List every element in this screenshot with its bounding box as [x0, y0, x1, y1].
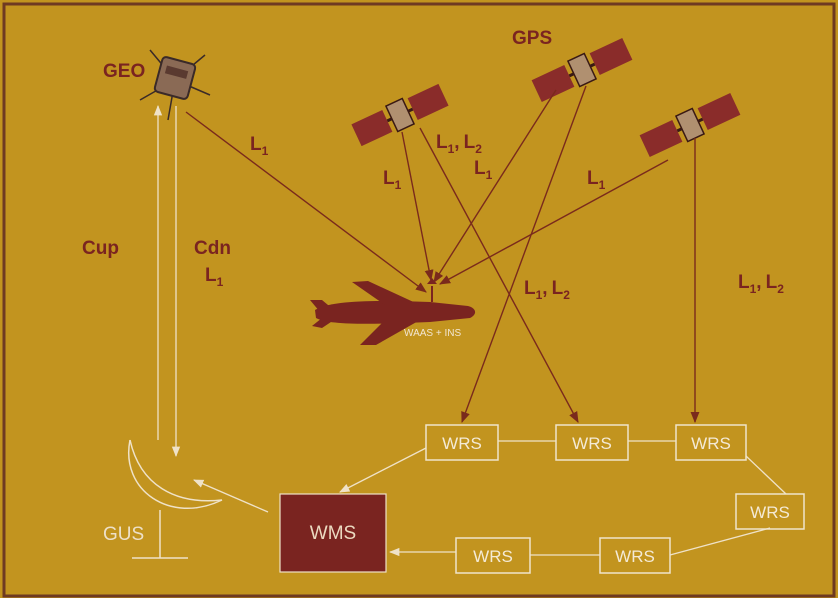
wrs-station-3-label: WRS [691, 434, 731, 453]
wrs4-wrs5-link [670, 528, 770, 555]
signal-label-gps2-l1: L1 [474, 158, 493, 182]
wrs-station-3: WRS [676, 425, 746, 460]
gps2-to-wrs1-arrow [462, 86, 586, 422]
cup-label: Cup [82, 238, 119, 259]
gps-satellite-3-icon [639, 91, 741, 159]
wrs-station-6: WRS [456, 538, 530, 573]
signal-label-gps2-wrs-l1-l2: L1,L2 [524, 278, 570, 302]
wrs-station-2-label: WRS [572, 434, 612, 453]
wrs3-wrs4-link [746, 456, 786, 494]
signal-label-cdn-l1: L1 [205, 265, 224, 289]
gus-label: GUS [103, 524, 144, 545]
svg-text:L1,L2: L1,L2 [524, 278, 570, 302]
wrs-station-1-label: WRS [442, 434, 482, 453]
wms-to-gus-arrow [194, 480, 268, 512]
geo-to-aircraft-arrow [186, 112, 426, 292]
outer-frame [4, 4, 834, 596]
svg-text:L1: L1 [205, 265, 224, 289]
wrs-station-6-label: WRS [473, 547, 513, 566]
gps-satellite-1-icon [351, 82, 450, 148]
gps2-to-aircraft-arrow [434, 90, 556, 282]
svg-text:L1,L2: L1,L2 [436, 132, 482, 156]
wrs-station-5: WRS [600, 538, 670, 573]
svg-text:L1,L2: L1,L2 [738, 272, 784, 296]
signal-label-gps3-l1: L1 [587, 168, 606, 192]
geo-label: GEO [103, 61, 145, 82]
signal-label-geo-l1: L1 [250, 134, 269, 158]
wrs-station-2: WRS [556, 425, 628, 460]
cdn-label: Cdn [194, 238, 231, 259]
geo-satellite-icon [140, 50, 210, 120]
waas-ins-label: WAAS + INS [404, 328, 461, 339]
wrs1-to-wms-arrow [340, 448, 426, 492]
wrs-station-5-label: WRS [615, 547, 655, 566]
svg-text:L1: L1 [383, 168, 402, 192]
gps1-to-aircraft-arrow [402, 132, 431, 280]
svg-text:L1: L1 [587, 168, 606, 192]
svg-text:L1: L1 [474, 158, 493, 182]
wms-master-station: WMS [280, 494, 386, 572]
gps-label: GPS [512, 28, 552, 49]
signal-label-gps1-l1-l2: L1,L2 [436, 132, 482, 156]
wms-label: WMS [310, 523, 356, 544]
signal-label-gps3-wrs-l1-l2: L1,L2 [738, 272, 784, 296]
signal-label-gps1-l1: L1 [383, 168, 402, 192]
wrs-station-1: WRS [426, 425, 498, 460]
wrs-station-4-label: WRS [750, 503, 790, 522]
svg-text:L1: L1 [250, 134, 269, 158]
wrs-station-4: WRS [736, 494, 804, 529]
